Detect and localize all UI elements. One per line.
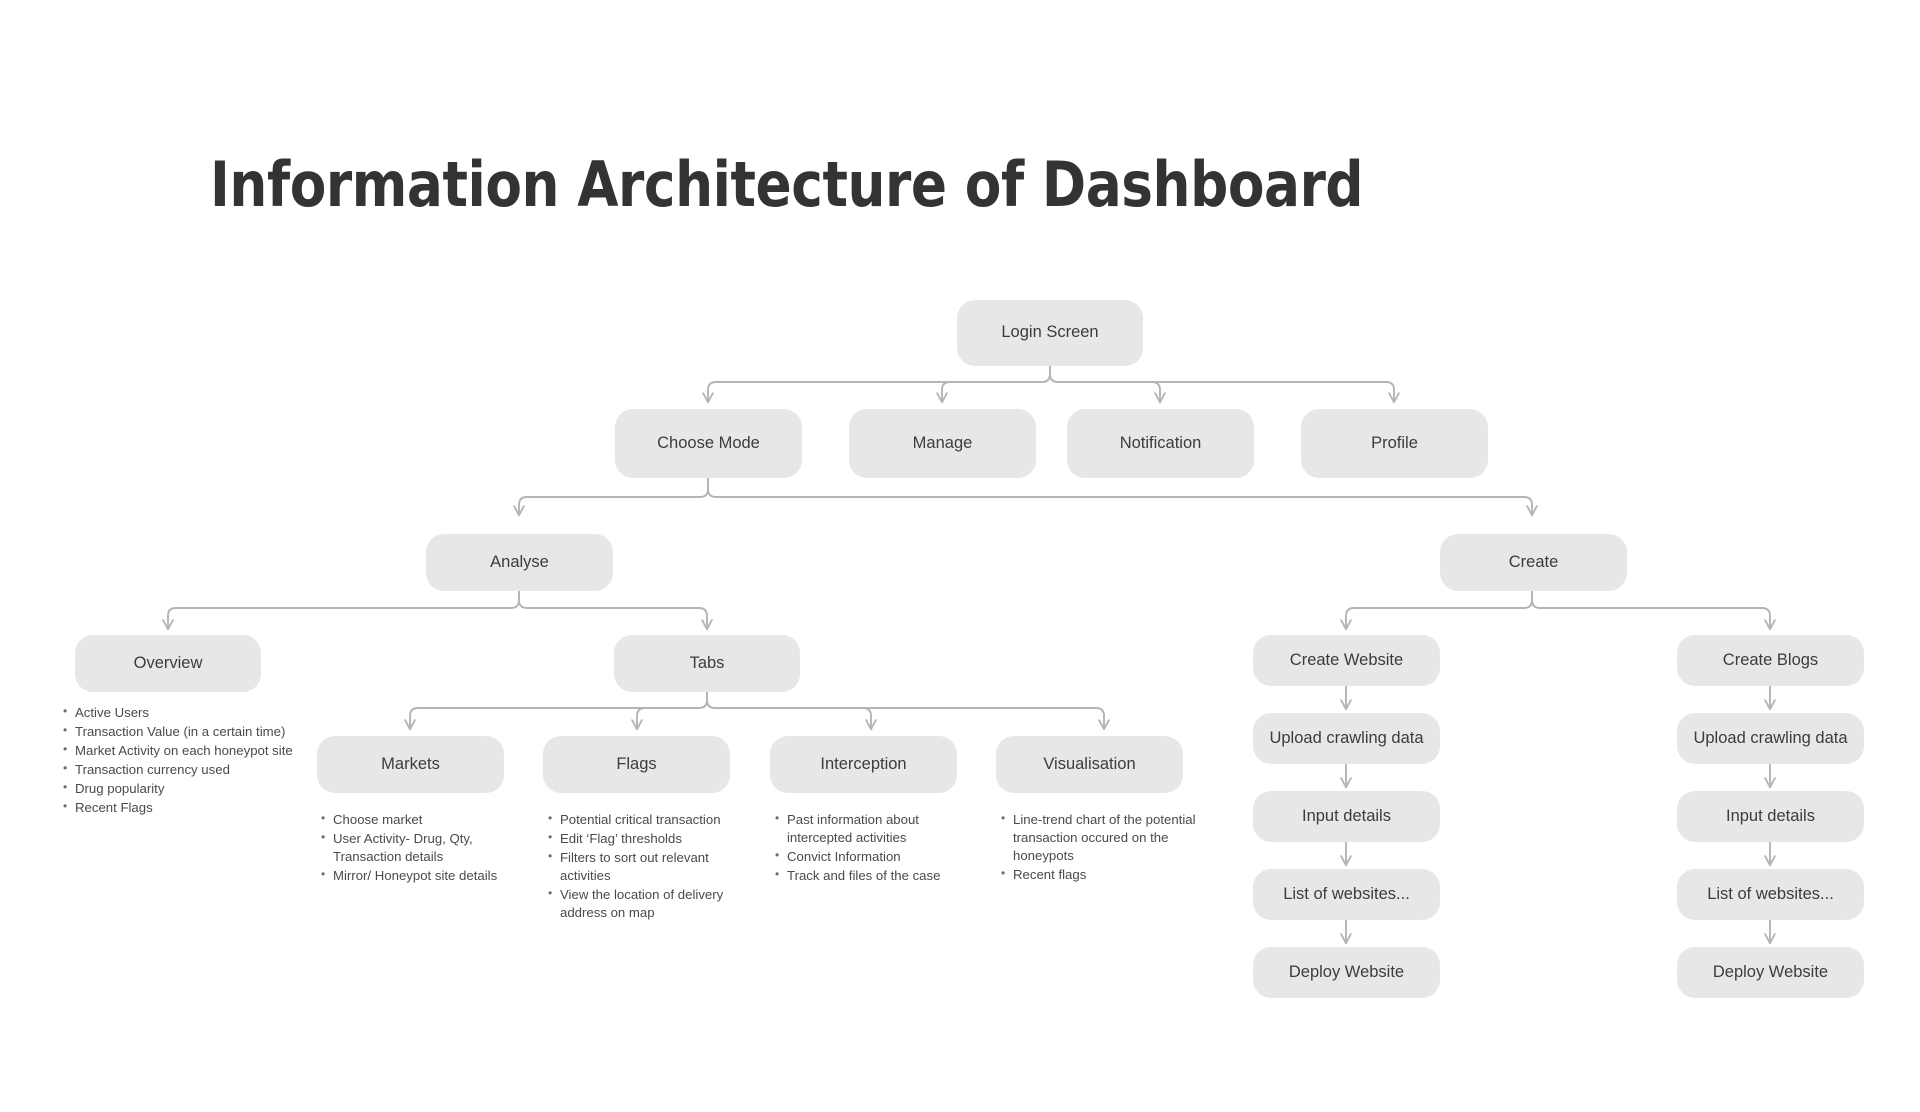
node-blogs-input-details[interactable]: Input details [1677, 791, 1864, 842]
list-item: Track and files of the case [774, 866, 944, 885]
node-markets[interactable]: Markets [317, 736, 504, 793]
node-choose-mode[interactable]: Choose Mode [615, 409, 802, 478]
node-label: Upload crawling data [1269, 728, 1424, 747]
node-visualisation[interactable]: Visualisation [996, 736, 1183, 793]
list-item: Potential critical transaction [547, 810, 727, 829]
list-item: Filters to sort out relevant activities [547, 848, 727, 885]
node-create-blogs[interactable]: Create Blogs [1677, 635, 1864, 686]
node-label: Login Screen [1001, 323, 1099, 342]
node-label: Input details [1302, 806, 1391, 825]
node-label: Flags [616, 754, 657, 773]
list-item: Convict Information [774, 847, 944, 866]
node-overview[interactable]: Overview [75, 635, 261, 692]
markets-bullet-list: Choose market User Activity- Drug, Qty, … [320, 810, 510, 886]
list-item: Choose market [320, 810, 510, 829]
node-label: Choose Mode [657, 433, 760, 452]
node-blogs-list-of-websites[interactable]: List of websites... [1677, 869, 1864, 920]
node-label: Create Website [1289, 650, 1404, 669]
list-item: Drug popularity [62, 779, 332, 798]
list-item: Edit ‘Flag’ thresholds [547, 829, 727, 848]
node-login-screen[interactable]: Login Screen [957, 300, 1143, 366]
node-label: Visualisation [1043, 754, 1136, 773]
node-create[interactable]: Create [1440, 534, 1627, 591]
node-label: Input details [1726, 806, 1815, 825]
node-label: Markets [381, 754, 440, 773]
node-label: Upload crawling data [1693, 728, 1848, 747]
list-item: Active Users [62, 703, 332, 722]
node-blogs-deploy-website[interactable]: Deploy Website [1677, 947, 1864, 998]
list-item: View the location of delivery address on… [547, 885, 727, 922]
node-label: Create [1508, 552, 1559, 571]
node-label: List of websites... [1283, 884, 1410, 903]
list-item: Mirror/ Honeypot site details [320, 866, 510, 885]
list-item: Transaction currency used [62, 760, 332, 779]
node-label: Analyse [490, 552, 549, 571]
flags-bullet-list: Potential critical transaction Edit ‘Fla… [547, 810, 727, 923]
node-create-website[interactable]: Create Website [1253, 635, 1440, 686]
node-label: Profile [1371, 433, 1418, 452]
node-website-deploy-website[interactable]: Deploy Website [1253, 947, 1440, 998]
list-item: Past information about intercepted activ… [774, 810, 944, 847]
node-notification[interactable]: Notification [1067, 409, 1254, 478]
list-item: User Activity- Drug, Qty, Transaction de… [320, 829, 510, 866]
node-flags[interactable]: Flags [543, 736, 730, 793]
node-analyse[interactable]: Analyse [426, 534, 613, 591]
list-item: Transaction Value (in a certain time) [62, 722, 332, 741]
node-website-input-details[interactable]: Input details [1253, 791, 1440, 842]
overview-bullet-list: Active Users Transaction Value (in a cer… [62, 703, 332, 818]
node-interception[interactable]: Interception [770, 736, 957, 793]
node-label: Interception [820, 754, 907, 773]
visualisation-bullet-list: Line-trend chart of the potential transa… [1000, 810, 1196, 885]
node-label: Tabs [689, 653, 725, 672]
page-title: Information Architecture of Dashboard [210, 148, 1364, 221]
node-label: Deploy Website [1712, 962, 1829, 981]
node-tabs[interactable]: Tabs [614, 635, 800, 692]
list-item: Recent Flags [62, 798, 332, 817]
list-item: Recent flags [1000, 865, 1196, 884]
interception-bullet-list: Past information about intercepted activ… [774, 810, 944, 886]
node-manage[interactable]: Manage [849, 409, 1036, 478]
node-profile[interactable]: Profile [1301, 409, 1488, 478]
list-item: Line-trend chart of the potential transa… [1000, 810, 1196, 865]
node-website-upload-crawling-data[interactable]: Upload crawling data [1253, 713, 1440, 764]
node-label: Overview [133, 653, 203, 672]
node-label: Create Blogs [1722, 650, 1819, 669]
node-label: Manage [912, 433, 973, 452]
node-label: Deploy Website [1288, 962, 1405, 981]
node-label: List of websites... [1707, 884, 1834, 903]
node-blogs-upload-crawling-data[interactable]: Upload crawling data [1677, 713, 1864, 764]
node-label: Notification [1119, 433, 1202, 452]
list-item: Market Activity on each honeypot site [62, 741, 332, 760]
node-website-list-of-websites[interactable]: List of websites... [1253, 869, 1440, 920]
